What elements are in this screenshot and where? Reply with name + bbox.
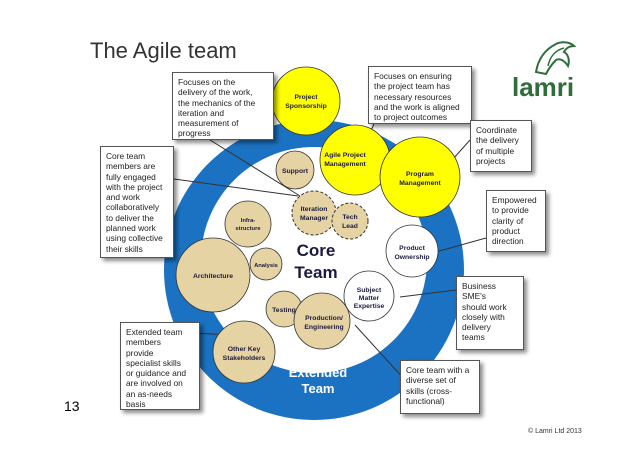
support-node	[275, 150, 315, 190]
sme-label-2: Matter	[359, 295, 380, 302]
sme-label-1: Subject	[357, 287, 382, 294]
architecture-node	[175, 237, 251, 313]
iteration-manager-label-1: Iteration	[301, 206, 328, 213]
tech-lead-label-1: Tech	[342, 214, 357, 221]
infrastructure-node	[224, 200, 272, 248]
tech-lead-node	[331, 202, 369, 240]
analysis-label: Analysis	[254, 263, 278, 269]
slide-title: The Agile team	[90, 38, 237, 63]
production-engineering-node	[293, 292, 351, 350]
project-sponsorship-node	[271, 66, 341, 136]
callout-extended-team: Extended team members provide specialist…	[120, 322, 200, 410]
product-ownership-label-2: Ownership	[394, 254, 429, 261]
other-stakeholders-label-1: Other Key	[228, 346, 261, 353]
callout-coordinate: Coordinate the delivery of multiple proj…	[470, 120, 532, 172]
agile-pm-label-2: Management	[324, 161, 366, 168]
product-ownership-label-1: Product	[399, 245, 425, 252]
callout-business-sme: Business SME's should work closely with …	[456, 276, 524, 350]
tech-lead-label-2: Lead	[342, 223, 358, 230]
program-management-node	[379, 136, 461, 218]
program-management-label-2: Management	[399, 180, 441, 187]
callout-core-team: Core team members are fully engaged with…	[100, 146, 174, 258]
agile-pm-label-1: Agile Project	[324, 152, 366, 159]
production-engineering-label-1: Production/	[305, 315, 343, 322]
project-sponsorship-label-2: Sponsorship	[285, 103, 327, 110]
slide-number: 13	[64, 398, 80, 414]
core-label-1: Core	[297, 241, 336, 260]
horse-head-icon	[534, 41, 577, 76]
callout-empowered: Empowered to provide clarity of product …	[486, 190, 546, 252]
callout-resources: Focuses on ensuring the project team has…	[368, 66, 472, 124]
analysis-node	[249, 247, 283, 281]
agile-project-management-node	[319, 124, 391, 196]
iteration-manager-label-2: Manager	[300, 215, 328, 222]
product-ownership-node	[385, 224, 439, 278]
copyright: © Lamri Ltd 2013	[528, 428, 582, 435]
other-key-stakeholders-node	[212, 320, 276, 384]
infrastructure-label-2: structure	[235, 226, 261, 232]
infrastructure-label-1: Infra-	[241, 218, 256, 224]
architecture-label: Architecture	[193, 273, 233, 280]
iteration-manager-node	[291, 190, 337, 236]
callout-cross-functional: Core team with a diverse set of skills (…	[400, 360, 480, 414]
project-sponsorship-label-1: Project	[294, 94, 318, 101]
logo-text: lamri	[512, 72, 575, 102]
testing-label: Testing	[272, 307, 296, 314]
program-management-label-1: Program	[406, 171, 434, 178]
extended-label-2: Team	[302, 381, 335, 396]
extended-label-1: Extended	[289, 365, 348, 380]
other-stakeholders-label-2: Stakeholders	[223, 355, 266, 362]
core-label-2: Team	[294, 263, 337, 282]
callout-delivery: Focuses on the delivery of the work, the…	[172, 72, 274, 140]
sme-label-3: Expertise	[354, 303, 385, 310]
subject-matter-expertise-node	[343, 270, 395, 322]
production-engineering-label-2: Engineering	[304, 324, 343, 331]
support-label: Support	[282, 168, 309, 175]
